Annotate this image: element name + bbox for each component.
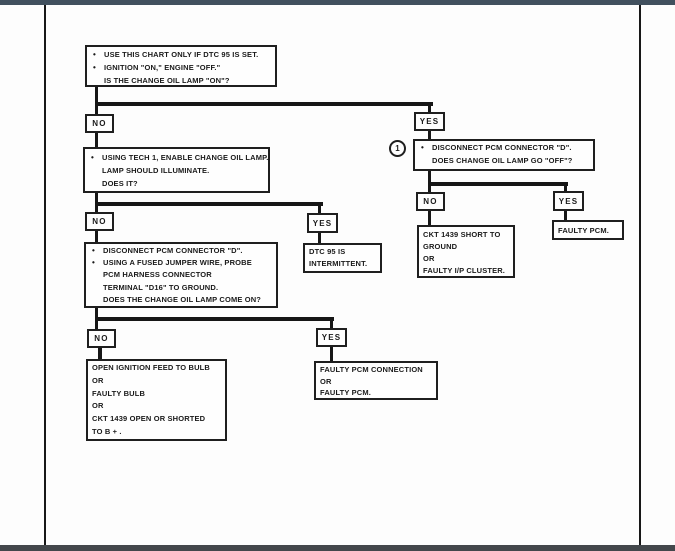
text-line: GROUND: [423, 241, 458, 251]
page-left-rule: [44, 5, 46, 545]
connector-line: [428, 130, 431, 139]
connector-line: [95, 317, 98, 329]
connector-line: [95, 132, 98, 147]
page-right-rule: [639, 5, 641, 545]
connector-line: [428, 170, 431, 184]
open-ignition-feed-result-box: OPEN IGNITION FEED TO BULB OR FAULTY BUL…: [86, 359, 227, 441]
disconnect-pcm-decision-box: •DISCONNECT PCM CONNECTOR "D". DOES CHAN…: [413, 139, 595, 171]
text-line: TERMINAL "D16" TO GROUND.: [103, 282, 219, 292]
connector-line: [318, 202, 321, 213]
connector-line: [330, 346, 333, 361]
text-line: TO B + .: [92, 426, 122, 436]
connector-line: [428, 102, 431, 113]
text-line: OR: [423, 253, 435, 263]
bullet-icon: •: [92, 258, 95, 268]
connector-line: [428, 182, 568, 186]
page-top-bar: [0, 0, 675, 5]
connector-line: [95, 192, 98, 204]
text-line: PCM HARNESS CONNECTOR: [103, 270, 212, 280]
connector-line: [564, 210, 567, 220]
text-line: •DISCONNECT PCM CONNECTOR "D".: [90, 245, 274, 257]
bullet-icon: •: [92, 246, 95, 255]
connector-line: [564, 182, 567, 192]
text-line: •USING A FUSED JUMPER WIRE, PROBE: [90, 257, 274, 269]
no-branch-label: NO: [416, 192, 445, 211]
faulty-pcm-connection-result-box: FAULTY PCM CONNECTION OR FAULTY PCM.: [314, 361, 438, 400]
connector-line: [428, 182, 431, 192]
text-line: FAULTY PCM.: [320, 388, 371, 398]
connector-line: [95, 86, 98, 104]
text-line: OR: [92, 401, 104, 411]
text-line: •USING TECH 1, ENABLE CHANGE OIL LAMP.: [89, 151, 268, 164]
dtc-95-intermittent-result-box: DTC 95 IS INTERMITTENT.: [303, 243, 382, 273]
bullet-icon: •: [91, 153, 94, 162]
text-line: •IGNITION "ON," ENGINE "OFF.": [91, 62, 273, 75]
text-line: •USE THIS CHART ONLY IF DTC 95 IS SET.: [91, 49, 273, 62]
text-line: FAULTY PCM CONNECTION: [320, 365, 423, 374]
text-line: OR: [320, 376, 332, 386]
faulty-pcm-result-box: FAULTY PCM.: [552, 220, 624, 240]
ckt-1439-short-result-box: CKT 1439 SHORT TO GROUND OR FAULTY I/P C…: [417, 225, 515, 278]
yes-branch-label: YES: [414, 112, 445, 131]
connector-line: [95, 307, 98, 319]
text-line: IS THE CHANGE OIL LAMP "ON"?: [104, 75, 230, 85]
text-line: CKT 1439 SHORT TO: [423, 230, 501, 239]
text-line: DOES THE CHANGE OIL LAMP COME ON?: [103, 294, 262, 304]
no-branch-label: NO: [87, 329, 116, 348]
connector-line: [428, 210, 431, 225]
text-line: CKT 1439 OPEN OR SHORTED: [92, 414, 206, 424]
no-branch-label: NO: [85, 212, 114, 231]
connector-line: [95, 102, 98, 114]
text-line: FAULTY BULB: [92, 388, 146, 398]
bullet-icon: •: [93, 62, 96, 72]
text-line: DOES CHANGE OIL LAMP GO "OFF"?: [432, 155, 573, 165]
connector-line: [95, 230, 98, 242]
text-line: OR: [92, 375, 104, 385]
connector-line: [98, 347, 102, 359]
connector-line: [95, 202, 98, 212]
jumper-wire-decision-box: •DISCONNECT PCM CONNECTOR "D". •USING A …: [84, 242, 278, 308]
tech1-decision-box: •USING TECH 1, ENABLE CHANGE OIL LAMP. L…: [83, 147, 270, 193]
yes-branch-label: YES: [316, 328, 347, 347]
text-line: OPEN IGNITION FEED TO BULB: [92, 363, 210, 372]
yes-branch-label: YES: [553, 191, 584, 211]
bullet-icon: •: [421, 143, 424, 152]
text-line: INTERMITTENT.: [309, 259, 368, 269]
text-line: LAMP SHOULD ILLUMINATE.: [102, 166, 210, 176]
text-line: FAULTY I/P CLUSTER.: [423, 265, 506, 275]
no-branch-label: NO: [85, 114, 114, 133]
connector-line: [318, 232, 321, 243]
page-bottom-bar: [0, 545, 675, 551]
connector-line: [95, 102, 433, 106]
connector-line: [330, 317, 333, 328]
yes-branch-label: YES: [307, 213, 338, 233]
bullet-icon: •: [93, 50, 96, 59]
text-line: •DISCONNECT PCM CONNECTOR "D".: [419, 142, 591, 155]
text-line: DTC 95 IS: [309, 247, 346, 256]
text-line: DOES IT?: [102, 179, 138, 189]
reference-1-circle: 1: [389, 140, 406, 157]
connector-line: [95, 317, 334, 321]
connector-line: [95, 202, 323, 206]
start-decision-box: •USE THIS CHART ONLY IF DTC 95 IS SET. •…: [85, 45, 277, 87]
